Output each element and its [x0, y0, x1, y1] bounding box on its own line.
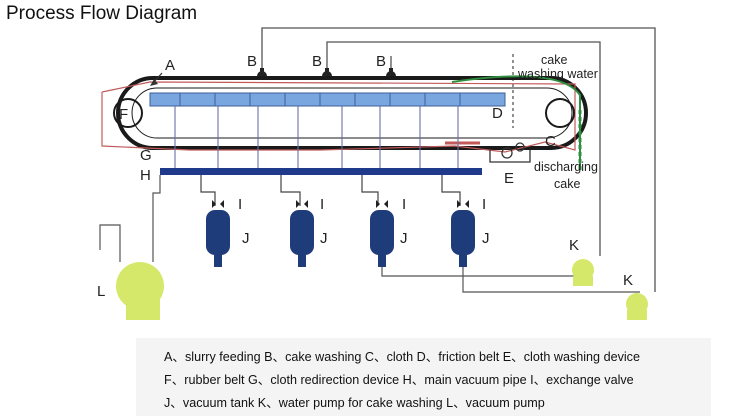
vacuum-tank-3 [370, 200, 394, 267]
label-I3: I [402, 196, 406, 213]
vacuum-tanks [206, 200, 475, 267]
label-F: F [119, 106, 128, 123]
label-A: A [165, 57, 175, 74]
roller-right [545, 98, 575, 128]
label-J3: J [400, 230, 408, 247]
label-J1: J [242, 230, 250, 247]
washing-water-line [451, 75, 581, 170]
label-J2: J [320, 230, 328, 247]
filter-panels [149, 92, 506, 107]
vacuum-tank-1 [206, 200, 230, 267]
note-cake-2: cake [554, 177, 580, 191]
tank-branches [200, 175, 461, 206]
legend-row-2: F、rubber belt G、cloth redirection device… [164, 373, 634, 387]
label-I4: I [482, 196, 486, 213]
label-H: H [140, 167, 151, 184]
label-E: E [504, 170, 514, 187]
page-title: Process Flow Diagram [6, 3, 198, 24]
note-discharging: discharging [534, 160, 598, 174]
note-washing-water: washing water [517, 67, 598, 81]
label-B3: B [376, 53, 386, 70]
legend-panel: A、slurry feeding B、cake washing C、cloth … [136, 338, 711, 416]
washing-water-pipes [261, 27, 656, 292]
tank-drain-lines [381, 267, 640, 293]
legend-row-1: A、slurry feeding B、cake washing C、cloth … [164, 350, 640, 364]
label-J4: J [482, 230, 490, 247]
vacuum-pump [99, 175, 164, 320]
label-G: G [140, 147, 152, 164]
label-K1: K [569, 237, 579, 254]
washing-nozzles [257, 68, 396, 76]
note-cake: cake [541, 53, 567, 67]
roller-left [113, 98, 143, 128]
label-C: C [545, 133, 556, 150]
cloth-path [101, 81, 576, 153]
label-L: L [97, 283, 105, 300]
label-I2: I [320, 196, 324, 213]
drain-lines [174, 106, 459, 168]
label-I1: I [238, 196, 242, 213]
label-B1: B [247, 53, 257, 70]
filter-belt [116, 76, 588, 150]
label-K2: K [623, 272, 633, 289]
label-B2: B [312, 53, 322, 70]
main-vacuum-pipe [160, 168, 482, 175]
vacuum-tank-4 [451, 200, 475, 267]
water-pump-2 [626, 293, 648, 320]
cloth-washing-device [489, 142, 531, 163]
label-D: D [492, 105, 503, 122]
vacuum-tank-2 [290, 200, 314, 267]
legend-row-3: J、vacuum tank K、water pump for cake wash… [164, 396, 545, 410]
water-pump-1 [572, 259, 594, 286]
